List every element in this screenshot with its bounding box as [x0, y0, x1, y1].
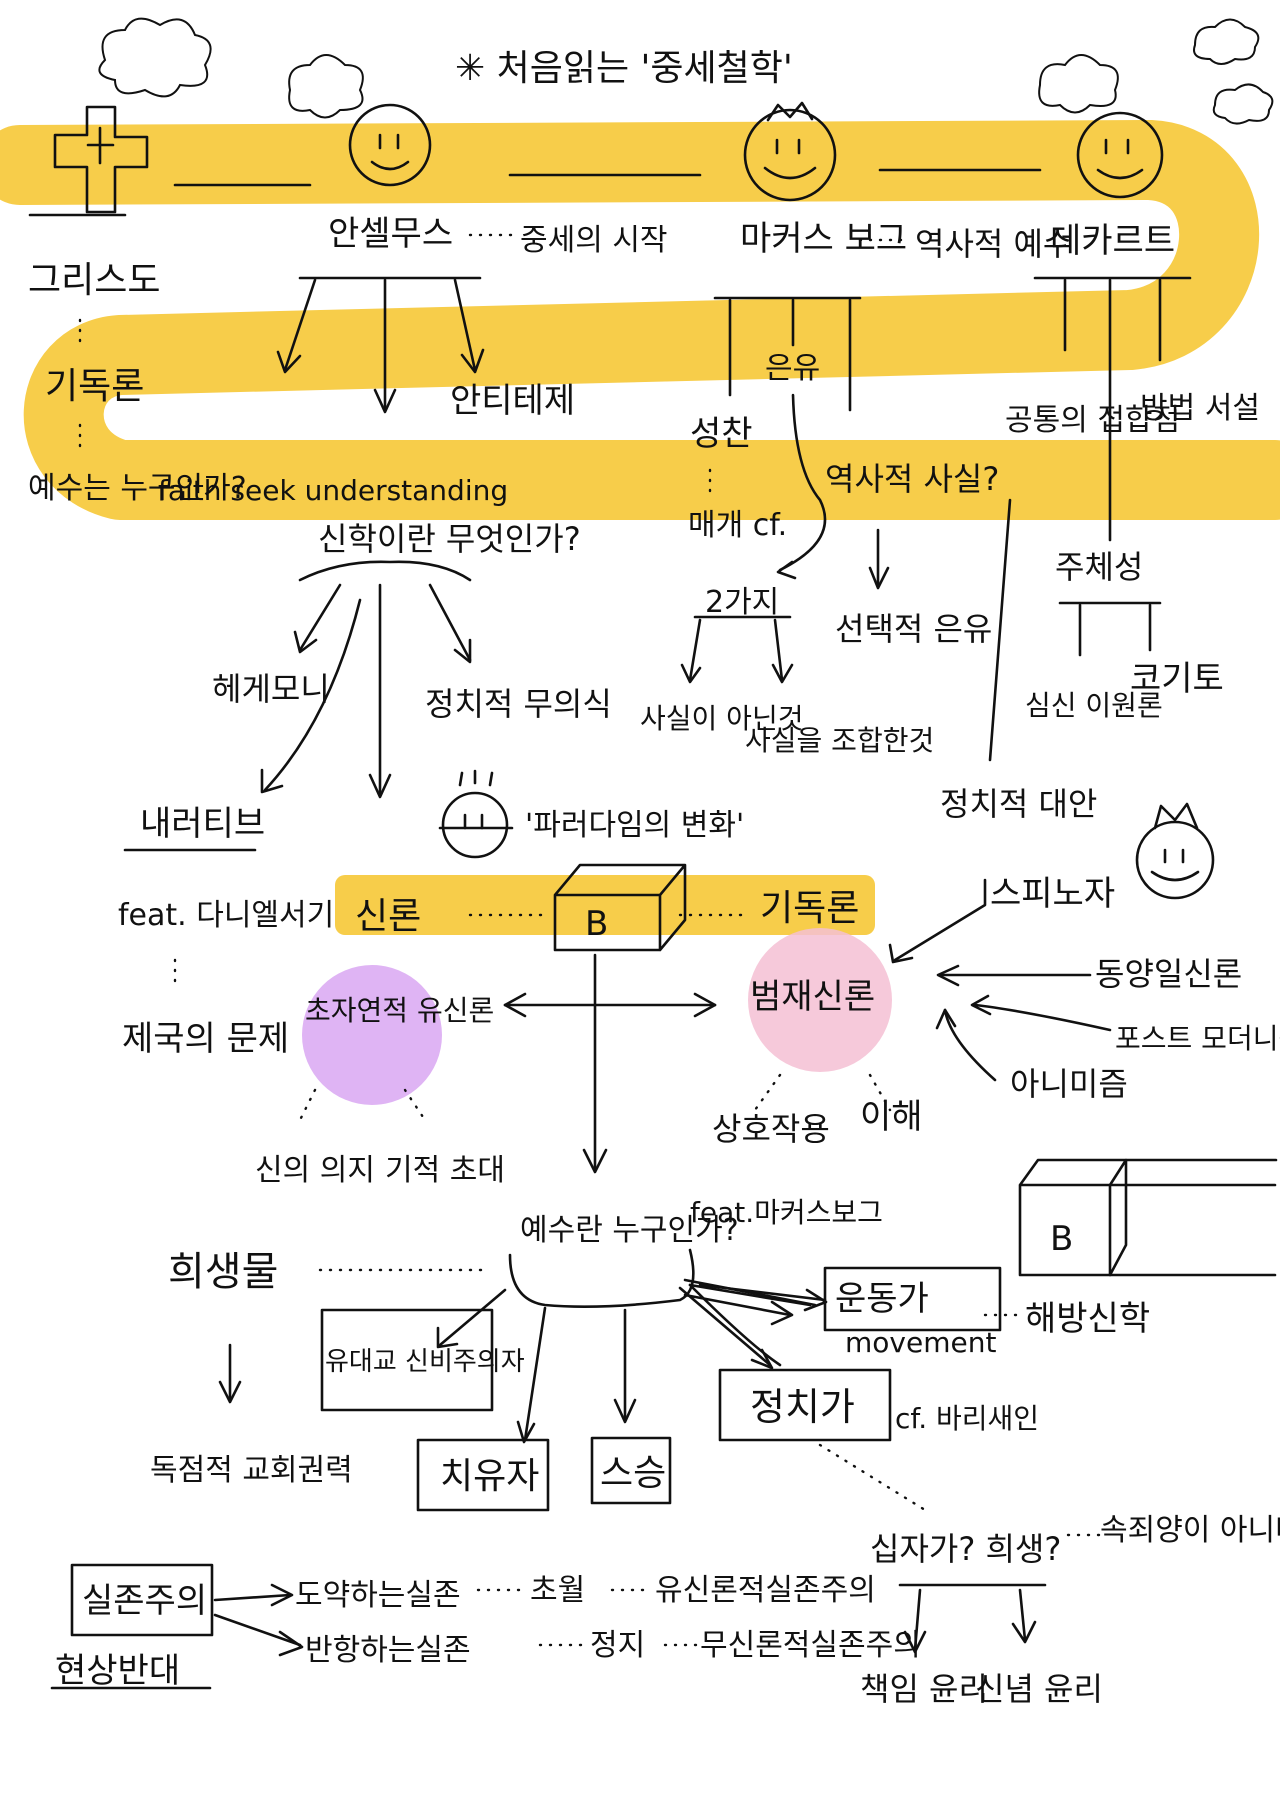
faith-seek-label: faith seek understanding: [158, 474, 508, 507]
highlight-band-theology: [335, 875, 875, 935]
connectors: [50, 168, 1278, 1690]
who-is-jesus-label: 예수는 누구인가?: [28, 471, 247, 506]
empire-problem-label: 제국의 문제: [122, 1019, 289, 1059]
cogito-label: 코기토: [1130, 659, 1224, 699]
highlight-band-main: [0, 120, 1280, 520]
spinoza-face-icon: [1135, 802, 1215, 900]
box2-letter: B: [1050, 1219, 1073, 1259]
supernatural-theism-label: 초자연적 유신론: [305, 994, 494, 1027]
cloud-icon: [1193, 18, 1260, 65]
pharisee-label: cf. 바리새인: [895, 1402, 1039, 1435]
healer-label: 치유자: [440, 1456, 539, 1497]
liberation-label: 해방신학: [1025, 1299, 1150, 1339]
cloud-icon: [1212, 83, 1274, 125]
theology-label: 신론: [355, 896, 421, 937]
responsibility-ethics-label: 책임 윤리: [860, 1670, 988, 1708]
start-medieval-label: 중세의 시작: [520, 223, 668, 258]
political-unconscious-label: 정치적 무의식: [425, 685, 612, 723]
existentialism-label: 실존주의: [82, 1581, 207, 1621]
descartes-label: 데카르트: [1050, 221, 1175, 261]
historical-fact-label: 역사적 사실?: [825, 460, 999, 498]
box-icon: [553, 863, 687, 952]
combined-fact-label: 사실을 조합한것: [745, 724, 934, 757]
what-is-faith-label: 신학이란 무엇인가?: [318, 520, 581, 558]
anselm-face-icon: [348, 103, 432, 187]
marcus-borg-label: 마커스 보그: [740, 219, 907, 259]
eastern-label: 동양일신론: [1095, 955, 1242, 993]
political-alt-label: 정치적 대안: [940, 785, 1097, 823]
cross-sacrifice-label: 십자가? 희생?: [870, 1530, 1061, 1568]
common-point-label: 공통의 접합점: [1005, 403, 1180, 438]
cloud-icons: [98, 17, 1274, 125]
sacrifice-label: 희생물: [168, 1249, 278, 1295]
feat-borg-label: feat.마커스보그: [690, 1196, 883, 1229]
movement-person-label: 운동가: [835, 1279, 929, 1319]
cloud-icon: [288, 54, 364, 119]
who-is-jesus2-label: 예수란 누구인가?: [520, 1213, 739, 1248]
paradigm-face-icon: [438, 769, 514, 859]
subjectivity-label: 주체성: [1055, 548, 1143, 586]
selective-metaphor-label: 선택적 은유: [835, 610, 992, 648]
who-is-jesus-text: 예수는 누구인가?: [28, 471, 247, 506]
sage-label: 스승: [600, 1453, 666, 1494]
cloud-icon: [98, 17, 212, 98]
christology2-label: 기독론: [760, 888, 859, 929]
jump-label: 초월: [530, 1573, 585, 1608]
face-icons: [348, 101, 1215, 900]
jewish-mystic-label: 유대교 신비주의자: [325, 1347, 525, 1377]
understanding-label: 이해: [860, 1097, 923, 1137]
miracle-label: 기적 초대: [385, 1153, 505, 1188]
postmodern-label: 포스트 모더니즘: [1115, 1022, 1280, 1055]
animism-label: 아니미즘: [1010, 1065, 1128, 1103]
historical-jesus-label: 역사적 예수: [915, 225, 1072, 263]
borg-face-icon: [743, 101, 837, 202]
praise-label: 성찬: [690, 414, 753, 454]
movement-en-label: movement: [845, 1326, 996, 1359]
monopoly-label: 독점적 교회권력: [150, 1453, 353, 1488]
purple-blob: [302, 965, 442, 1105]
metaphor-label: 은유: [765, 351, 820, 386]
interaction-label: 상호작용: [712, 1110, 830, 1148]
descartes-face-icon: [1076, 111, 1164, 199]
stop-label: 정지: [590, 1628, 645, 1663]
spinoza-label: 스피노자: [990, 874, 1115, 914]
feat-daniel-label: feat. 다니엘서기: [118, 898, 334, 933]
pink-blob: [748, 928, 892, 1072]
anselm-label: 안셀무스: [328, 214, 453, 254]
mind-body-label: 심신 이원론: [1025, 689, 1163, 722]
method-intro-label: 방법 서설: [1140, 391, 1260, 426]
politician-label: 정치가: [750, 1385, 855, 1429]
cloud-icon: [1038, 54, 1119, 114]
cross-icon: [28, 105, 149, 217]
rebel-label: 반항하는실존: [305, 1633, 471, 1668]
christology-label: 기독론: [45, 366, 144, 407]
dotted-connectors: [78, 233, 1102, 1647]
faith-ethics-label: 신념 윤리: [975, 1670, 1103, 1708]
medium-cf-label: 매개 cf.: [688, 508, 787, 543]
paradigm-shift-label: '파러다임의 변화': [525, 808, 744, 843]
two-kinds-label: 2가지: [705, 585, 779, 620]
hegemony-label: 헤게모니: [212, 670, 330, 708]
atheistic-exist-label: 무신론적실존주의: [700, 1628, 921, 1663]
antithesis-label: 안티테제: [450, 381, 575, 421]
not-scapegoat-label: 속죄양이 아니다: [1100, 1513, 1280, 1548]
highlight-band: [0, 120, 1280, 935]
will-of-god-label: 신의 의지: [255, 1153, 375, 1188]
panentheism-label: 범재신론: [750, 977, 875, 1017]
theistic-exist-label: 유신론적실존주의: [655, 1573, 876, 1608]
not-fact-label: 사실이 아닌것: [640, 702, 803, 735]
box-letter: B: [585, 904, 608, 944]
labels: ✳ 처음읽는 '중세철학' 그리스도 기독론 예수는 누구인가? 안셀무스 중세…: [28, 48, 1280, 1708]
christ-label: 그리스도: [28, 260, 160, 301]
title-text: ✳ 처음읽는 '중세철학': [455, 48, 793, 89]
anti-phenomenon-label: 현상반대: [55, 1651, 180, 1691]
narrative-label: 내러티브: [140, 804, 265, 844]
leaping-label: 도약하는실존: [295, 1578, 461, 1613]
